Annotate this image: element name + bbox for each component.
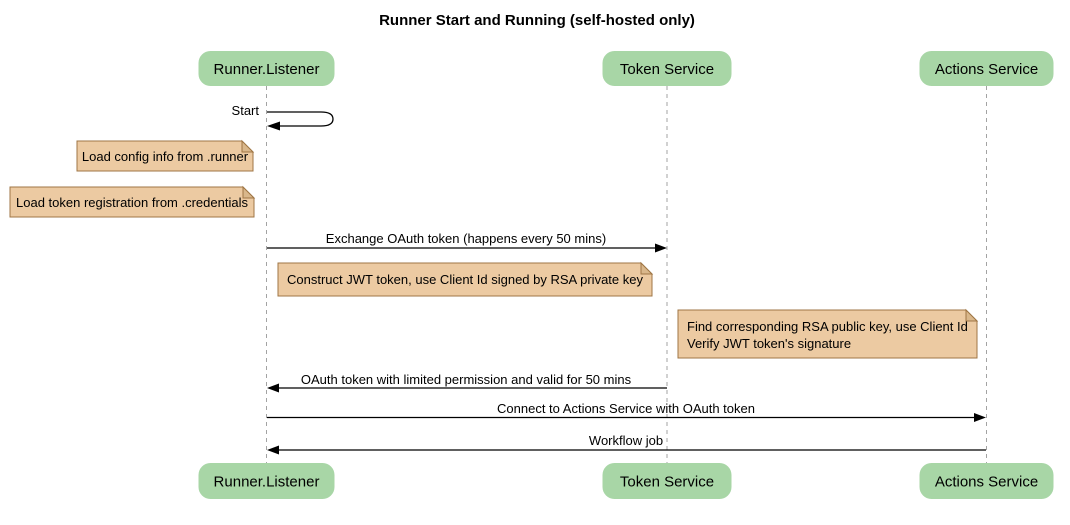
self-message-start-loop (267, 111, 334, 127)
note-load-token-registration (9, 186, 255, 218)
participant-actions-service-bottom (919, 463, 1054, 499)
message-exchange-oauth-arrowhead (655, 243, 667, 253)
note-load-token-registration-text: Load token registration from .credential… (16, 195, 248, 210)
note-find-rsa (677, 309, 978, 359)
participant-actions-service-bottom-label: Actions Service (935, 474, 1038, 491)
diagram-title: Runner Start and Running (self-hosted on… (379, 12, 695, 29)
participant-runner-listener-bottom (198, 463, 335, 499)
note-load-token-registration-fold-icon (242, 185, 256, 199)
self-message-start-arrowhead (267, 121, 280, 131)
participant-token-service-bottom-label: Token Service (620, 474, 714, 491)
message-oauth-return-arrowhead (267, 383, 279, 393)
message-connect-actions-label: Connect to Actions Service with OAuth to… (497, 401, 755, 416)
message-workflow-job-label: Workflow job (589, 433, 663, 448)
participant-token-service-bottom (602, 463, 732, 499)
participant-actions-service-top (919, 51, 1054, 86)
message-exchange-oauth-label: Exchange OAuth token (happens every 50 m… (326, 231, 606, 246)
note-find-rsa-text-line1: Find corresponding RSA public key, use C… (687, 319, 968, 334)
message-workflow-job-arrowhead (267, 445, 279, 455)
note-find-rsa-text-line2: Verify JWT token's signature (687, 336, 851, 351)
note-find-rsa-fold-icon (965, 308, 979, 322)
participant-actions-service-top-label: Actions Service (935, 61, 1038, 78)
note-construct-jwt (277, 262, 653, 297)
message-connect-actions-arrowhead (974, 413, 986, 422)
note-load-config-text: Load config info from .runner (82, 149, 249, 164)
message-oauth-return-label: OAuth token with limited permission and … (301, 372, 632, 387)
note-load-config (76, 140, 254, 172)
participant-token-service-top (602, 51, 732, 86)
participant-runner-listener-bottom-label: Runner.Listener (214, 474, 320, 491)
self-message-start-label: Start (232, 103, 260, 118)
participant-token-service-top-label: Token Service (620, 61, 714, 78)
note-load-config-fold-icon (241, 139, 255, 153)
note-construct-jwt-text: Construct JWT token, use Client Id signe… (287, 272, 643, 287)
note-construct-jwt-fold-icon (640, 261, 654, 275)
participant-runner-listener-top (198, 51, 335, 86)
participant-runner-listener-top-label: Runner.Listener (214, 61, 320, 78)
